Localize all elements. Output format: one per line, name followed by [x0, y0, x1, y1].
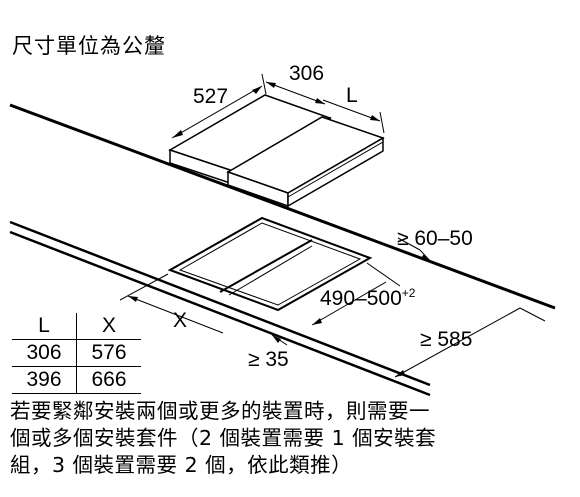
dim-front-gap-label: ≥ 60–50 — [397, 227, 473, 250]
table-header-l: L — [12, 313, 77, 340]
hob-unit-right — [226, 116, 385, 208]
dim-cutout-label: 490–500+2 — [320, 286, 416, 310]
dim-depth-label: 527 — [193, 85, 228, 108]
table-header-x: X — [76, 313, 141, 340]
worktop-front-edge-1 — [9, 220, 431, 387]
dim-min-depth-label: ≥ 585 — [420, 328, 472, 351]
installation-note: 若要緊鄰安裝兩個或更多的裝置時，則需要一 個或多個安裝套件（2 個裝置需要 1 … — [10, 398, 575, 479]
note-line: 若要緊鄰安裝兩個或更多的裝置時，則需要一 — [10, 399, 430, 423]
table-cell: 306 — [12, 339, 77, 367]
dim-min-wall-label: ≥ 35 — [248, 348, 289, 371]
table-cell: 396 — [12, 366, 77, 394]
dimension-table: L X 306 576 396 666 — [12, 313, 141, 394]
table-cell: 666 — [76, 366, 141, 394]
dim-l-label: L — [346, 84, 358, 107]
table-cell: 576 — [76, 339, 141, 367]
table-header-row: L X — [12, 313, 141, 340]
table-row: 396 666 — [12, 366, 141, 394]
note-line: 個或多個安裝套件（2 個裝置需要 1 個安裝套 — [10, 426, 437, 450]
worktop-front-edge-2 — [9, 230, 431, 397]
unit-note: 尺寸單位為公釐 — [12, 34, 166, 58]
worktop-cutout — [167, 216, 373, 312]
table-row: 306 576 — [12, 339, 141, 367]
dim-width-label: 306 — [289, 62, 324, 85]
dim-x-label: X — [173, 309, 187, 332]
worktop-back-edge — [9, 103, 556, 310]
note-line: 組，3 個裝置需要 2 個，依此類推） — [10, 453, 353, 477]
